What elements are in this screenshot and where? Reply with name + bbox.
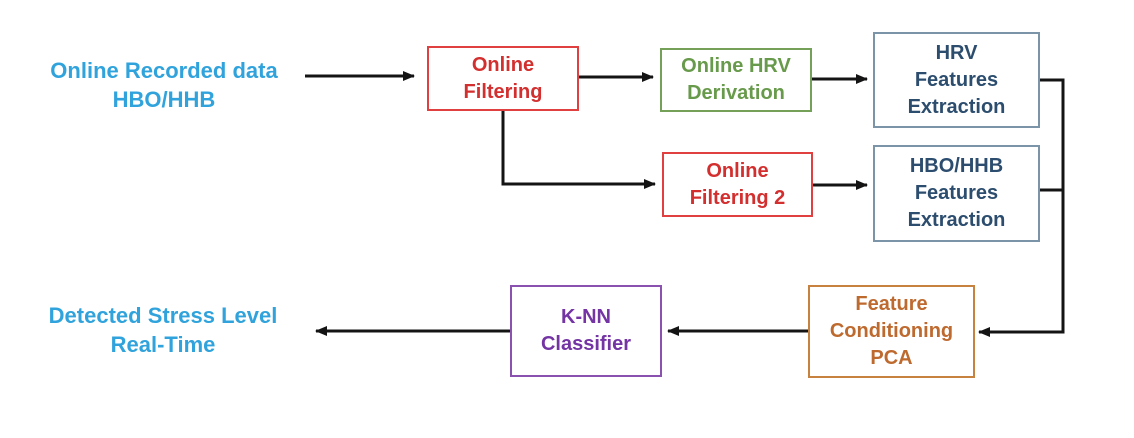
- arrow-online-filtering-to-online-filtering-2: [501, 111, 656, 189]
- node-knn-classifier: K-NN Classifier: [510, 285, 662, 377]
- input-data-label: Online Recorded data HBO/HHB: [50, 58, 278, 112]
- node-feature-conditioning-pca: Feature Conditioning PCA: [808, 285, 975, 378]
- output-stress-level-label: Detected Stress Level Real-Time: [48, 303, 278, 357]
- node-online-hrv-derivation: Online HRV Derivation: [660, 48, 812, 112]
- node-hrv-features-extraction: HRV Features Extraction: [873, 32, 1040, 128]
- node-online-filtering: Online Filtering: [427, 46, 579, 111]
- node-hbo-hhb-features-extraction: HBO/HHB Features Extraction: [873, 145, 1040, 242]
- node-online-filtering-2: Online Filtering 2: [662, 152, 813, 217]
